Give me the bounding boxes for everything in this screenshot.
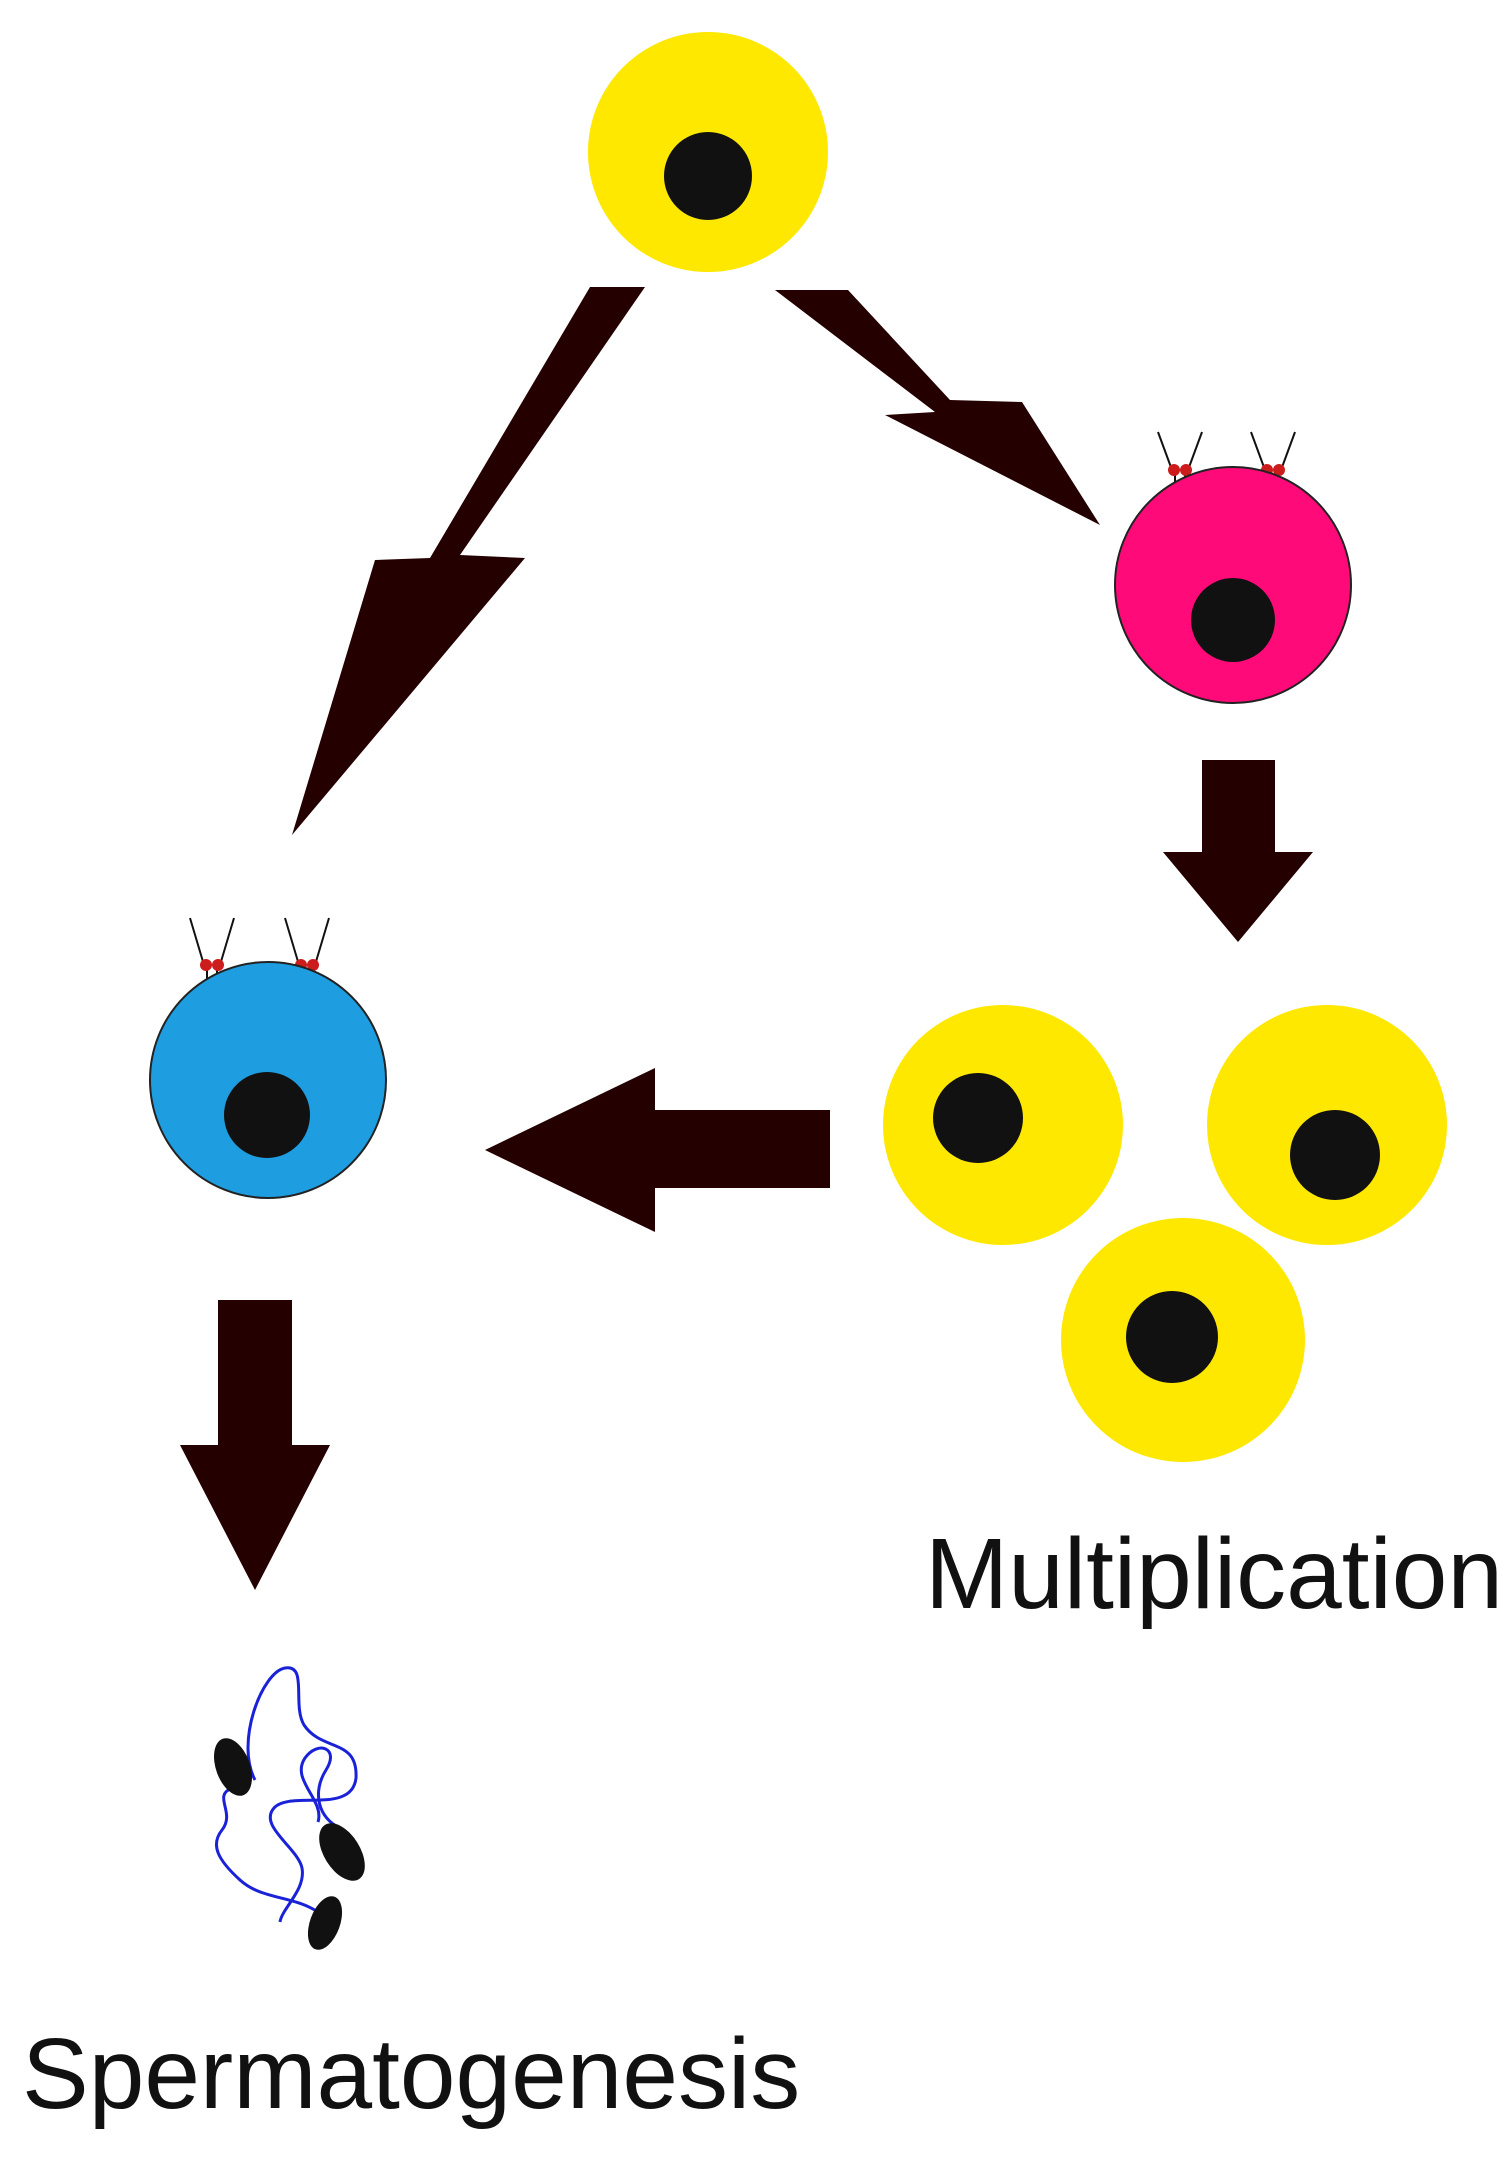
receptor-dot [1273,464,1285,476]
receptor-dot [212,959,224,971]
multiplication-label: Multiplication [925,1518,1503,1630]
receptor-dot [1180,464,1192,476]
spermatogenesis-label: Spermatogenesis [22,2018,800,2130]
sperm-head [319,1823,365,1881]
sperm-flagellum [246,1666,358,1923]
arrow-stem-to-committed [775,290,1100,525]
multiplied-cells [883,1005,1447,1462]
stem-cell-top-nucleus [664,132,752,220]
arrow-multiplication-to-differentiating [485,1068,830,1232]
sperm-head [307,1896,343,1950]
sperm-flagellum [214,1786,319,1914]
arrow-committed-to-multiplication [1163,760,1313,942]
committed-cell-nucleus [1191,578,1275,662]
sperm-flagellum [299,1746,341,1830]
sperm-cells [214,1666,365,1950]
receptor-dot [307,959,319,971]
arrow-stem-to-differentiating [292,287,645,835]
differentiating-cell [149,917,387,1199]
committed-cell [1114,431,1352,704]
multiplied-cell-nucleus [1290,1110,1380,1200]
differentiating-cell-nucleus [224,1072,310,1158]
receptor-dot [200,959,212,971]
multiplied-cell-nucleus [933,1073,1023,1163]
multiplied-cell-nucleus [1126,1291,1218,1383]
receptor-dot [1168,464,1180,476]
stem-cell-top [588,32,828,272]
arrow-differentiating-to-spermatogenesis [180,1300,330,1590]
sperm-head [214,1738,252,1796]
